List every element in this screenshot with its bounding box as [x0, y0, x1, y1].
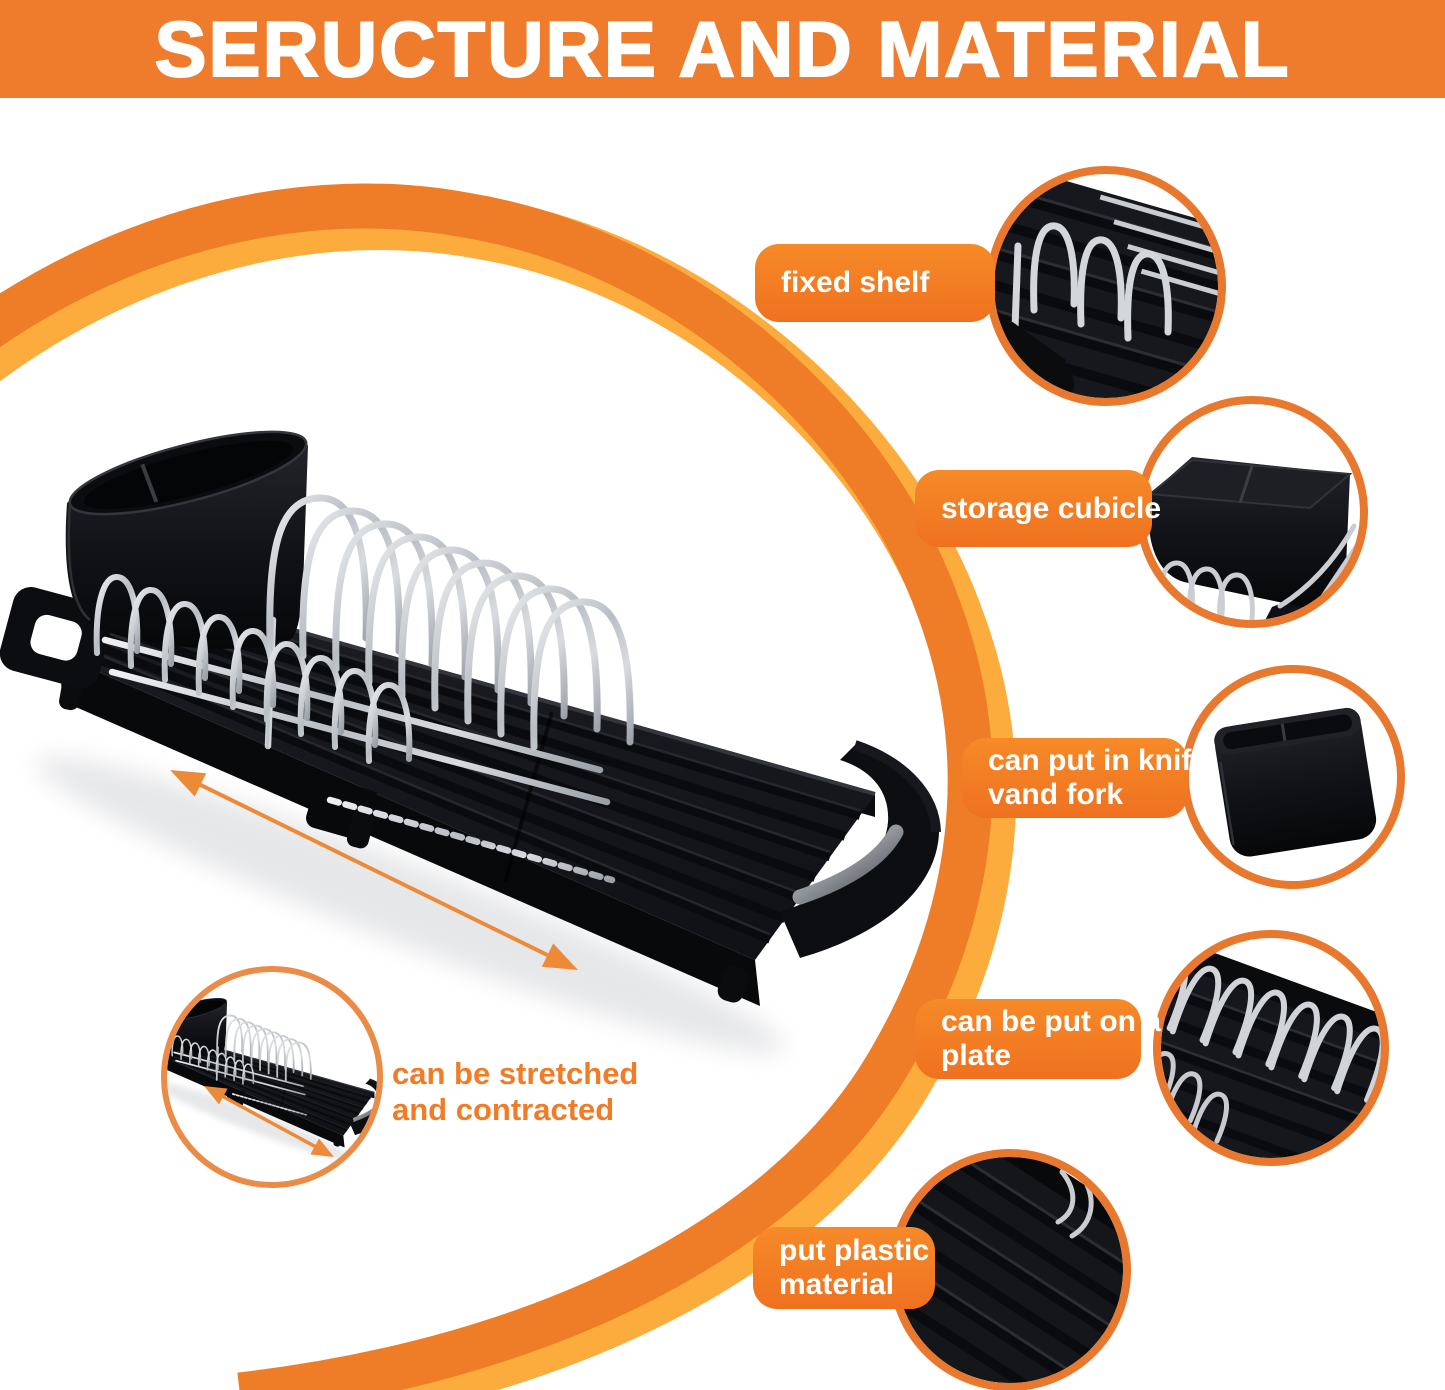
stretch-note: can be stretched and contracted [392, 1056, 638, 1127]
callout-circle-plate-rack [1153, 930, 1389, 1166]
wire-loops-front [93, 574, 413, 764]
page-title: SERUCTURE AND MATERIAL [154, 4, 1291, 94]
main-arrow-icon [170, 770, 578, 970]
callout-label-text: fixed shelf [781, 266, 930, 300]
wire-loops-back [266, 494, 634, 751]
callout-label-text: storage cubicle [941, 491, 1162, 525]
callout-circle-knife-fork [1181, 665, 1405, 889]
stretch-note-line: and contracted [392, 1091, 615, 1127]
callout-label-knife-fork: can put in knife vand fork [962, 738, 1209, 818]
callout-label-storage-cubicle: storage cubicle [915, 470, 1162, 547]
callout-label-plate: can be put on a plate [915, 999, 1162, 1079]
callout-label-text: put plastic [779, 1234, 930, 1268]
product-photo-dish-rack [0, 430, 941, 1054]
orange-swoosh-ring [0, 183, 1017, 1390]
callout-label-text: can put in knife [988, 744, 1209, 778]
mini-circle-stretch [161, 966, 383, 1188]
callout-label-plastic: put plastic material [753, 1227, 935, 1309]
stretch-note-line: can be stretched [392, 1056, 639, 1091]
callout-label-fixed-shelf: fixed shelf [755, 244, 995, 322]
banner: SERUCTURE AND MATERIAL [0, 0, 1445, 98]
callout-label-text: can be put on a [941, 1005, 1162, 1039]
callout-label-text: plate [941, 1039, 1012, 1072]
utensil-cup [65, 430, 308, 649]
callout-label-text: vand fork [988, 778, 1124, 811]
callout-circle-storage-cubicle [1136, 396, 1368, 628]
mini-arrow-icon [204, 1086, 334, 1157]
end-cap-handle [780, 740, 941, 958]
tray-front-wall [60, 655, 760, 1006]
callout-label-text: material [779, 1268, 895, 1301]
